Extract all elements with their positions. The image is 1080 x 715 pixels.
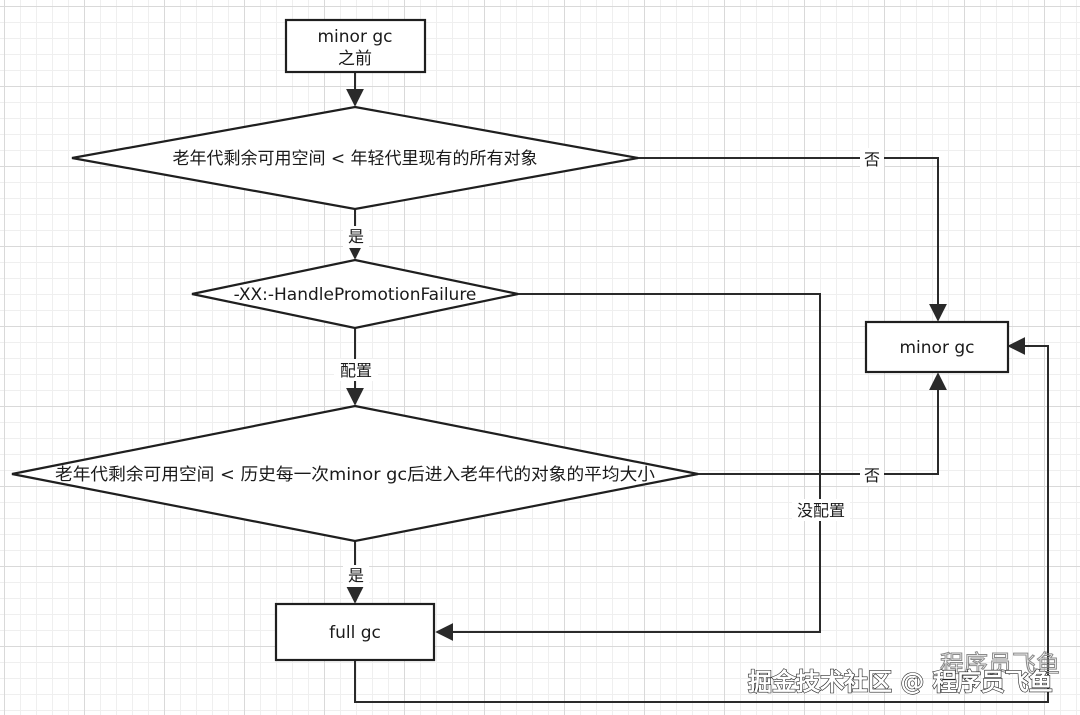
decision3-node: 老年代剩余可用空间 < 历史每一次minor gc后进入老年代的对象的平均大小 [11, 404, 699, 543]
edge-decision1-no [638, 157, 947, 322]
watermark-faint-text: 程序员飞鱼 [940, 650, 1060, 678]
watermark-text: 掘金技术社区 @ 程序员飞鱼 [748, 668, 1053, 696]
edges [346, 72, 1049, 703]
minor-gc-node: minor gc [864, 320, 1010, 374]
decision2-node: -XX:-HandlePromotionFailure [191, 258, 519, 330]
start-node: minor gc 之前 [284, 18, 427, 74]
edge-label-d1-no: 否 [864, 150, 880, 169]
edge-labels: 否 是 配置 没配置 否 是 [334, 148, 884, 587]
edge-label-d1-yes: 是 [348, 227, 364, 246]
decision3-text: 老年代剩余可用空间 < 历史每一次minor gc后进入老年代的对象的平均大小 [55, 465, 655, 485]
decision2-text: -XX:-HandlePromotionFailure [234, 285, 477, 305]
decision1-node: 老年代剩余可用空间 < 年轻代里现有的所有对象 [71, 105, 639, 211]
full-gc-node: full gc [274, 602, 436, 662]
edge-label-d3-no: 否 [864, 466, 880, 485]
full-gc-text: full gc [329, 623, 381, 643]
start-node-line1: minor gc [318, 27, 393, 47]
edge-label-d2-not-configured: 没配置 [797, 501, 845, 520]
edge-label-d2-configured: 配置 [340, 361, 372, 380]
minor-gc-text: minor gc [900, 338, 975, 358]
edge-fullgc-to-minorgc [354, 337, 1049, 703]
edge-label-d3-yes: 是 [348, 566, 364, 585]
decision1-text: 老年代剩余可用空间 < 年轻代里现有的所有对象 [172, 149, 537, 169]
edge-decision3-no [698, 372, 947, 475]
edge-decision2-not-configured [435, 293, 821, 641]
watermark: 程序员飞鱼 掘金技术社区 @ 程序员飞鱼 [747, 650, 1060, 697]
start-node-line2: 之前 [338, 49, 372, 69]
